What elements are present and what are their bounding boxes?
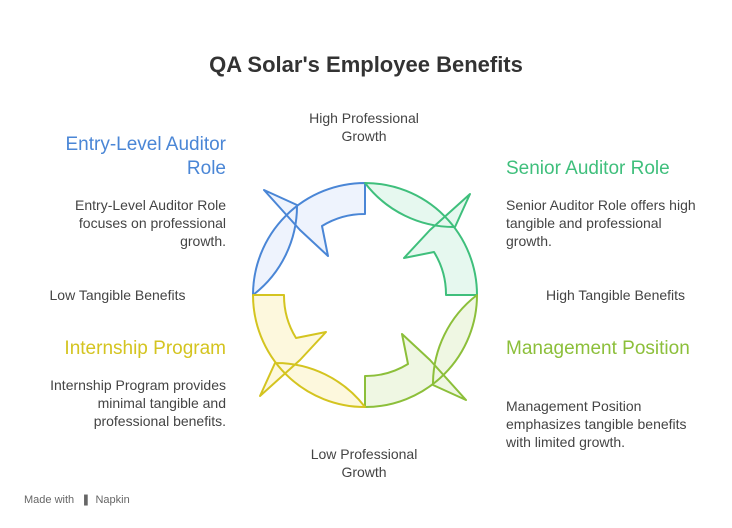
quadrant-desc-internship: Internship Program provides minimal tang… [50,377,226,429]
axis-label-top: High Professional Growth [309,110,419,144]
quadrant-title-internship: Internship Program [64,338,226,359]
quadrant-desc-entry-level: Entry-Level Auditor Role focuses on prof… [75,197,226,249]
footer-brand: Napkin [95,494,130,506]
quadrant-desc-senior-auditor: Senior Auditor Role offers high tangible… [506,197,696,249]
axis-label-bottom: Low Professional Growth [310,446,418,480]
cycle-diagram [252,182,478,408]
footer-made-with: Made with ❚ Napkin [24,493,130,506]
quadrant-title-senior-auditor: Senior Auditor Role [506,158,670,179]
axis-label-right: High Tangible Benefits [545,287,686,303]
page-title: QA Solar's Employee Benefits [209,52,523,77]
napkin-logo-icon: ❚ [81,494,91,506]
footer-made-with-text: Made with [24,494,75,506]
cycle-segment-top-left [252,182,366,296]
cycle-segment-top-right [364,182,478,296]
cycle-segment-bottom-right [364,294,478,408]
quadrant-desc-management: Management Position emphasizes tangible … [506,398,687,450]
axis-label-left: Low Tangible Benefits [49,287,186,303]
cycle-segment-bottom-left [252,294,366,408]
quadrant-title-entry-level: Entry-Level Auditor Role [65,134,226,179]
quadrant-title-management: Management Position [506,338,690,359]
